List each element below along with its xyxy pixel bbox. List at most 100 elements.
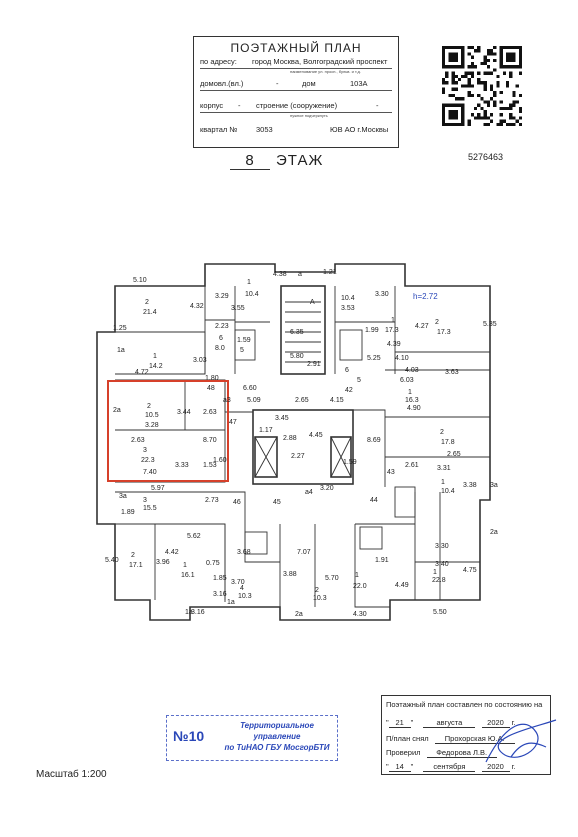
floor-word: ЭТАЖ (276, 152, 324, 169)
plan-dimension-label: 1.25 (113, 325, 127, 332)
stamp-line-1: Территориальное (240, 721, 314, 730)
plan-dimension-label: 1.60 (213, 457, 227, 464)
plan-dimension-label: 16.1 (181, 572, 195, 579)
plan-dimension-label: 3.33 (175, 462, 189, 469)
address-hint: наименование ул. просп., бульв. и т.д. (290, 69, 361, 74)
plan-dimension-label: 17.1 (129, 562, 143, 569)
house-label: домовл.(вл.) (200, 79, 244, 88)
plan-dimension-label: 10.5 (145, 412, 159, 419)
plan-dimension-label: 2.73 (205, 497, 219, 504)
plan-dimension-label: 44 (370, 497, 378, 504)
plan-dimension-label: 45 (273, 499, 281, 506)
plan-dimension-label: 5.09 (247, 397, 261, 404)
plan-dimension-label: 2.91 (307, 361, 321, 368)
plan-dimension-label: 2.65 (295, 397, 309, 404)
plan-dimension-label: 5.80 (290, 353, 304, 360)
document-code: 5276463 (468, 152, 504, 162)
plan-dimension-label: 3.70 (231, 579, 245, 586)
plan-dimension-label: 3.88 (283, 571, 297, 578)
plan-dimension-label: 5.70 (325, 575, 339, 582)
plan-dimension-label: 4.30 (353, 611, 367, 618)
ceiling-height-label: h=2.72 (413, 292, 438, 301)
plan-dimension-label: 1.53 (203, 462, 217, 469)
dom-label: дом (302, 79, 316, 88)
plan-dimension-label: 17.3 (437, 329, 451, 336)
plan-dimension-label: 2а (295, 611, 303, 618)
house-value: - (276, 79, 279, 88)
plan-dimension-label: 3.45 (275, 415, 289, 422)
plan-dimension-label: 1а (185, 609, 193, 616)
plan-dimension-label: 3 (143, 497, 147, 504)
plan-dimension-label: 1.91 (375, 557, 389, 564)
plan-dimension-label: 43 (387, 469, 395, 476)
signature-mark (485, 719, 557, 763)
qr-code (442, 46, 522, 126)
plan-dimension-label: 10.3 (313, 595, 327, 602)
cert-checked-label: Проверил (386, 748, 421, 757)
plan-dimension-label: 4.75 (463, 567, 477, 574)
plan-dimension-label: 2.63 (131, 437, 145, 444)
plan-dimension-label: 4.49 (395, 582, 409, 589)
plan-dimension-label: 4.42 (165, 549, 179, 556)
plan-dimension-label: 3а (490, 482, 498, 489)
scale-label: Масштаб 1:200 (36, 769, 107, 780)
cert-date-2: "14" сентября 2020 г. (386, 762, 516, 772)
plan-dimension-label: 1 (408, 389, 412, 396)
plan-dimension-label: 3.16 (191, 609, 205, 616)
plan-dimension-label: 1.17 (259, 427, 273, 434)
cert-date-1-suffix: г. (511, 718, 516, 727)
plan-dimension-label: 3.30 (375, 291, 389, 298)
cert-date-2-month: сентября (423, 762, 476, 772)
plan-dimension-label: 2.65 (447, 451, 461, 458)
district-value: ЮВ АО г.Москвы (330, 125, 389, 134)
plan-dimension-label: 3.20 (320, 485, 334, 492)
kvartal-label: квартал № (200, 125, 238, 134)
plan-dimension-label: 14.2 (149, 363, 163, 370)
plan-dimension-label: 2 (131, 552, 135, 559)
plan-dimension-label: 3.44 (177, 409, 191, 416)
plan-dimension-label: 1.85 (213, 575, 227, 582)
plan-dimension-label: 5.97 (151, 485, 165, 492)
address-label: по адресу: (200, 57, 237, 66)
plan-dimension-label: 3.28 (145, 422, 159, 429)
cert-checked-row: Проверил Федорова Л.В. (386, 748, 546, 758)
plan-dimension-label: 8.69 (367, 437, 381, 444)
plan-dimension-label: 4.27 (415, 323, 429, 330)
plan-dimension-label: 5.62 (187, 533, 201, 540)
house-row: домовл.(вл.) - дом 103А (200, 79, 392, 91)
cert-date-1: "21" августа 2020 г. (386, 718, 516, 728)
plan-dimension-label: 1 (391, 317, 395, 324)
plan-dimension-label: 5.35 (483, 321, 497, 328)
plan-dimension-label: 1.59 (237, 337, 251, 344)
cert-line-1: Поэтажный план составлен по состоянию на (386, 700, 543, 709)
plan-dimension-label: 8.70 (203, 437, 217, 444)
plan-dimension-label: 1 (355, 572, 359, 579)
plan-dimension-label: 16.3 (405, 397, 419, 404)
highlighted-apartment (107, 380, 229, 482)
plan-dimension-label: 1.59 (343, 459, 357, 466)
plan-dimension-label: 5.25 (367, 355, 381, 362)
plan-dimension-label: 5.50 (433, 609, 447, 616)
plan-dimension-label: 3 (143, 447, 147, 454)
plan-dimension-label: 7.40 (143, 469, 157, 476)
plan-dimension-label: 3.16 (213, 591, 227, 598)
plan-dimension-label: 3.38 (463, 482, 477, 489)
plan-dimension-label: 1 (441, 479, 445, 486)
plan-dimension-label: а4 (305, 489, 313, 496)
plan-dimension-label: 1.99 (365, 327, 379, 334)
cert-checked-name: Федорова Л.В. (426, 748, 497, 758)
plan-dimension-label: А (310, 299, 315, 306)
plan-dimension-label: 6 (345, 367, 349, 374)
plan-dimension-label: 15.5 (143, 505, 157, 512)
plan-dimension-label: 10.3 (238, 593, 252, 600)
plan-dimension-label: 5.10 (133, 277, 147, 284)
plan-dimension-label: 3.29 (215, 293, 229, 300)
plan-dimension-label: 2.88 (283, 435, 297, 442)
plan-dimension-label: 1 (247, 279, 251, 286)
cert-taken-row: П/план снял Прохорская Ю.А. (386, 734, 546, 744)
plan-dimension-label: 2а (490, 529, 498, 536)
plan-dimension-label: 17.3 (385, 327, 399, 334)
plan-dimension-label: а3 (223, 397, 231, 404)
plan-dimension-label: 1.80 (205, 375, 219, 382)
